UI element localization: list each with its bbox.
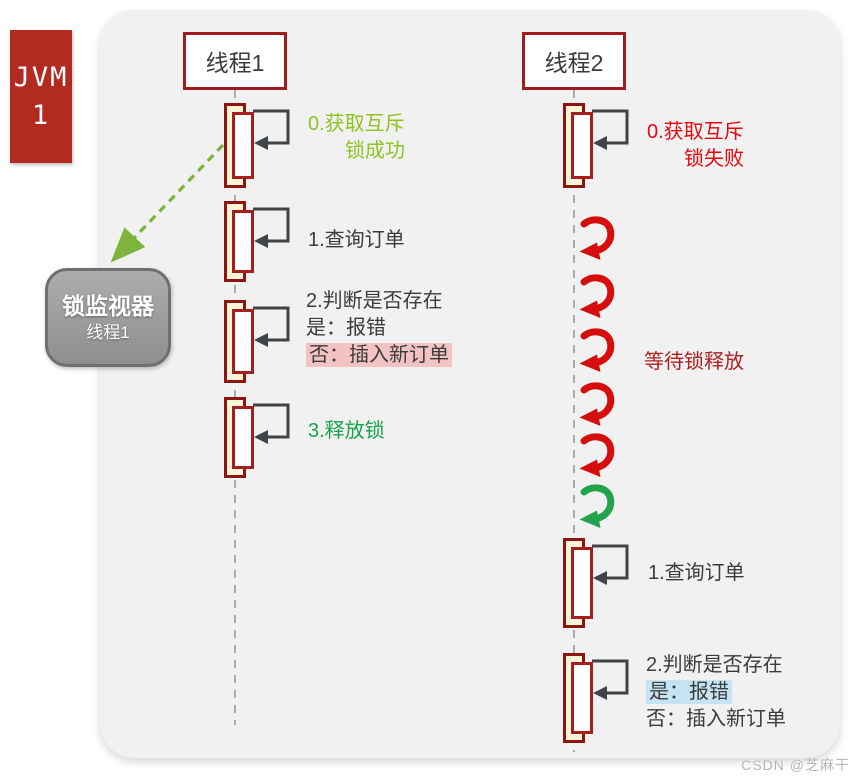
watermark: CSDN @芝麻干 bbox=[741, 757, 850, 773]
thread1-header: 线程1 bbox=[183, 32, 287, 90]
jvm-box-line2: 1 bbox=[31, 99, 51, 131]
monitor-link-dashed-arrow bbox=[110, 143, 225, 263]
label-t2-step0: 0.获取互斥 锁失败 bbox=[647, 121, 744, 170]
self-call-arrow-icon bbox=[590, 109, 629, 152]
lock-monitor-title: 锁监视器 bbox=[62, 292, 154, 319]
activation-bar-inner bbox=[232, 210, 254, 273]
self-call-arrow-icon bbox=[590, 659, 629, 702]
wait-loop-icon bbox=[576, 382, 616, 426]
label-t2-step2-yes-highlight: 是：报错 bbox=[646, 680, 732, 704]
label-t2-step1: 1.查询订单 bbox=[648, 562, 745, 584]
activation-bar-inner bbox=[232, 406, 254, 469]
lock-acquired-loop-icon bbox=[576, 484, 616, 528]
self-call-arrow-icon bbox=[251, 109, 290, 152]
activation-bar-inner bbox=[571, 112, 593, 179]
activation-bar-inner bbox=[571, 547, 593, 619]
wait-loop-icon bbox=[576, 328, 616, 372]
label-t1-step0: 0.获取互斥 锁成功 bbox=[308, 113, 405, 162]
label-t1-step2-no-highlight: 否：插入新订单 bbox=[306, 343, 452, 367]
activation-bar-inner bbox=[571, 662, 593, 734]
self-call-arrow-icon bbox=[251, 403, 290, 446]
activation-bar-inner bbox=[232, 309, 254, 374]
thread2-header: 线程2 bbox=[522, 32, 626, 90]
jvm-panel bbox=[100, 10, 840, 758]
activation-bar-inner bbox=[232, 112, 254, 179]
wait-loop-icon bbox=[576, 216, 616, 260]
self-call-arrow-icon bbox=[251, 207, 290, 250]
thread1-header-label: 线程1 bbox=[205, 50, 265, 76]
thread2-header-label: 线程2 bbox=[544, 50, 604, 76]
label-t1-step3: 3.释放锁 bbox=[308, 420, 385, 442]
label-t2-step2: 2.判断是否存在 是：报错 否：插入新订单 bbox=[646, 654, 786, 730]
self-call-arrow-icon bbox=[590, 544, 629, 587]
wait-loop-icon bbox=[576, 274, 616, 318]
wait-loop-icon bbox=[576, 433, 616, 477]
lock-monitor-subtitle: 线程1 bbox=[86, 322, 130, 342]
lock-monitor-box: 锁监视器 线程1 bbox=[45, 268, 171, 367]
jvm-box: JVM 1 bbox=[10, 30, 72, 163]
label-t1-step1: 1.查询订单 bbox=[308, 229, 405, 251]
lifeline-thread2 bbox=[573, 90, 575, 752]
self-call-arrow-icon bbox=[251, 306, 290, 349]
label-t1-step2: 2.判断是否存在 是：报错 否：插入新订单 bbox=[306, 288, 452, 369]
label-t2-waiting: 等待锁释放 bbox=[644, 351, 744, 373]
jvm-box-line1: JVM bbox=[13, 61, 69, 93]
